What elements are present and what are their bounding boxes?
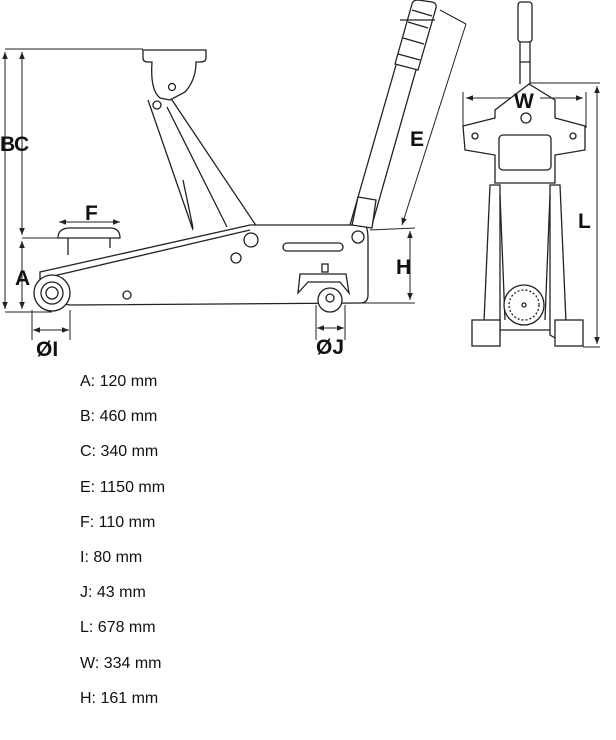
label-a: A <box>15 267 30 290</box>
spec-i: I: 80 mm <box>80 548 143 566</box>
spec-w: W: 334 mm <box>80 654 162 672</box>
label-l: L <box>578 210 591 233</box>
label-j: ØJ <box>316 336 344 359</box>
label-i: ØI <box>36 338 58 361</box>
spec-c: C: 340 mm <box>80 443 159 461</box>
side-view <box>33 0 437 313</box>
spec-j: J: 43 mm <box>80 584 146 602</box>
label-w: W <box>514 90 534 113</box>
spec-l: L: 678 mm <box>80 619 156 637</box>
spec-f: F: 110 mm <box>80 513 156 531</box>
jack-dimension-drawing: B C A F ØI ØJ H E W L <box>0 0 600 361</box>
spec-a: A: 120 mm <box>80 373 158 390</box>
label-b: B <box>0 133 15 156</box>
front-view-dimensions: W L <box>463 82 600 348</box>
side-view-dimensions: B C A F ØI ØJ H E <box>0 9 467 361</box>
label-e: E <box>410 128 424 151</box>
spec-b: B: 460 mm <box>80 408 158 426</box>
spec-e: E: 1150 mm <box>80 478 166 496</box>
label-h: H <box>396 256 411 279</box>
label-f: F <box>85 202 98 225</box>
spec-h: H: 161 mm <box>80 689 159 707</box>
dimension-specs-list: A: 120 mm B: 460 mm C: 340 mm E: 1150 mm… <box>80 372 165 724</box>
front-view <box>462 1 586 347</box>
label-c: C <box>14 133 29 156</box>
